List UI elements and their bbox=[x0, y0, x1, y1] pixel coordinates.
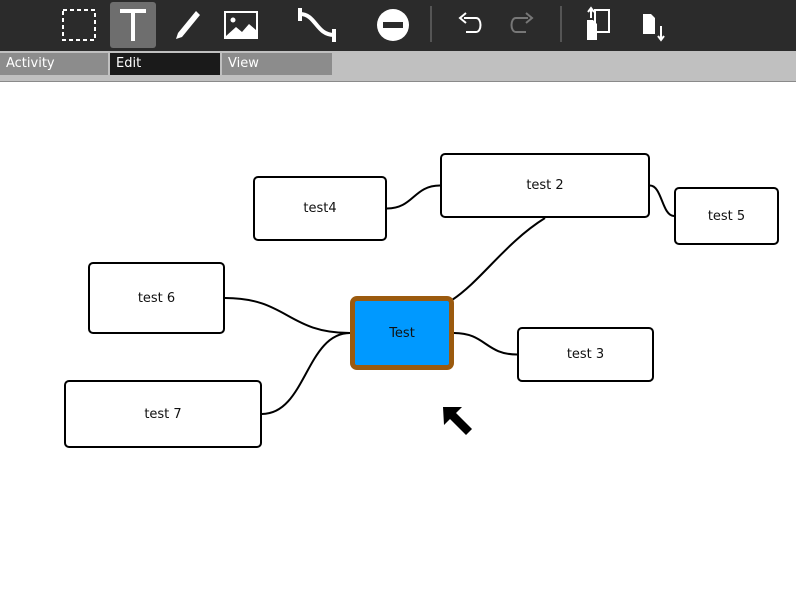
pencil-tool-button[interactable] bbox=[164, 2, 210, 48]
node-test-7[interactable]: test 7 bbox=[64, 380, 262, 448]
pencil-icon bbox=[176, 11, 200, 39]
node-test-6[interactable]: test 6 bbox=[88, 262, 225, 334]
edge-connector bbox=[649, 184, 675, 217]
export-button[interactable] bbox=[630, 2, 676, 48]
image-icon bbox=[224, 11, 258, 39]
node-label: test 2 bbox=[526, 178, 564, 193]
dashed-rectangle-icon bbox=[62, 9, 96, 41]
remove-tool-button[interactable] bbox=[370, 2, 416, 48]
node-test-2[interactable]: test 2 bbox=[440, 153, 650, 218]
toolbar bbox=[0, 0, 796, 51]
curve-connector-icon bbox=[298, 8, 336, 42]
tab-label: View bbox=[228, 56, 259, 71]
text-T-icon bbox=[120, 9, 146, 41]
text-tool-button[interactable] bbox=[110, 2, 156, 48]
node-test-5[interactable]: test 5 bbox=[674, 187, 779, 245]
node-label: test 3 bbox=[566, 347, 605, 362]
image-tool-button[interactable] bbox=[218, 2, 264, 48]
node-label: test 5 bbox=[707, 208, 746, 224]
edges-layer bbox=[224, 184, 675, 415]
import-button[interactable] bbox=[576, 2, 622, 48]
export-file-icon bbox=[643, 14, 665, 42]
redo-icon bbox=[510, 12, 534, 33]
select-tool-button[interactable] bbox=[56, 2, 102, 48]
import-file-icon bbox=[587, 6, 610, 40]
tab-edit[interactable]: Edit bbox=[110, 53, 220, 75]
node-test-3[interactable]: test 3 bbox=[517, 327, 654, 382]
edge-connector bbox=[386, 184, 441, 210]
toolbar-separator bbox=[430, 6, 432, 42]
node-test4[interactable]: test4 bbox=[253, 176, 387, 241]
arrow-cursor-icon bbox=[443, 407, 472, 435]
tab-bar: Activity Edit View bbox=[0, 51, 796, 82]
node-label: Test bbox=[389, 325, 415, 341]
node-label: test4 bbox=[303, 201, 337, 216]
mindmap-canvas[interactable]: Test test 2 test 3 test4 test 5 test 6 t… bbox=[0, 82, 796, 593]
edge-connector bbox=[261, 332, 351, 415]
connector-tool-button[interactable] bbox=[292, 2, 342, 48]
edge-connector bbox=[451, 217, 546, 301]
redo-button[interactable] bbox=[500, 2, 546, 48]
edge-connector bbox=[224, 297, 351, 334]
toolbar-separator bbox=[560, 6, 562, 42]
tab-label: Edit bbox=[116, 56, 142, 71]
undo-button[interactable] bbox=[446, 2, 492, 48]
tab-label: Activity bbox=[6, 56, 55, 71]
edge-connector bbox=[453, 332, 518, 356]
tab-view[interactable]: View bbox=[222, 53, 332, 75]
minus-circle-icon bbox=[377, 9, 409, 41]
node-label: test 6 bbox=[137, 290, 176, 306]
tab-activity[interactable]: Activity bbox=[0, 53, 108, 75]
node-test[interactable]: Test bbox=[350, 296, 454, 370]
undo-icon bbox=[458, 12, 482, 33]
node-label: test 7 bbox=[144, 406, 182, 422]
